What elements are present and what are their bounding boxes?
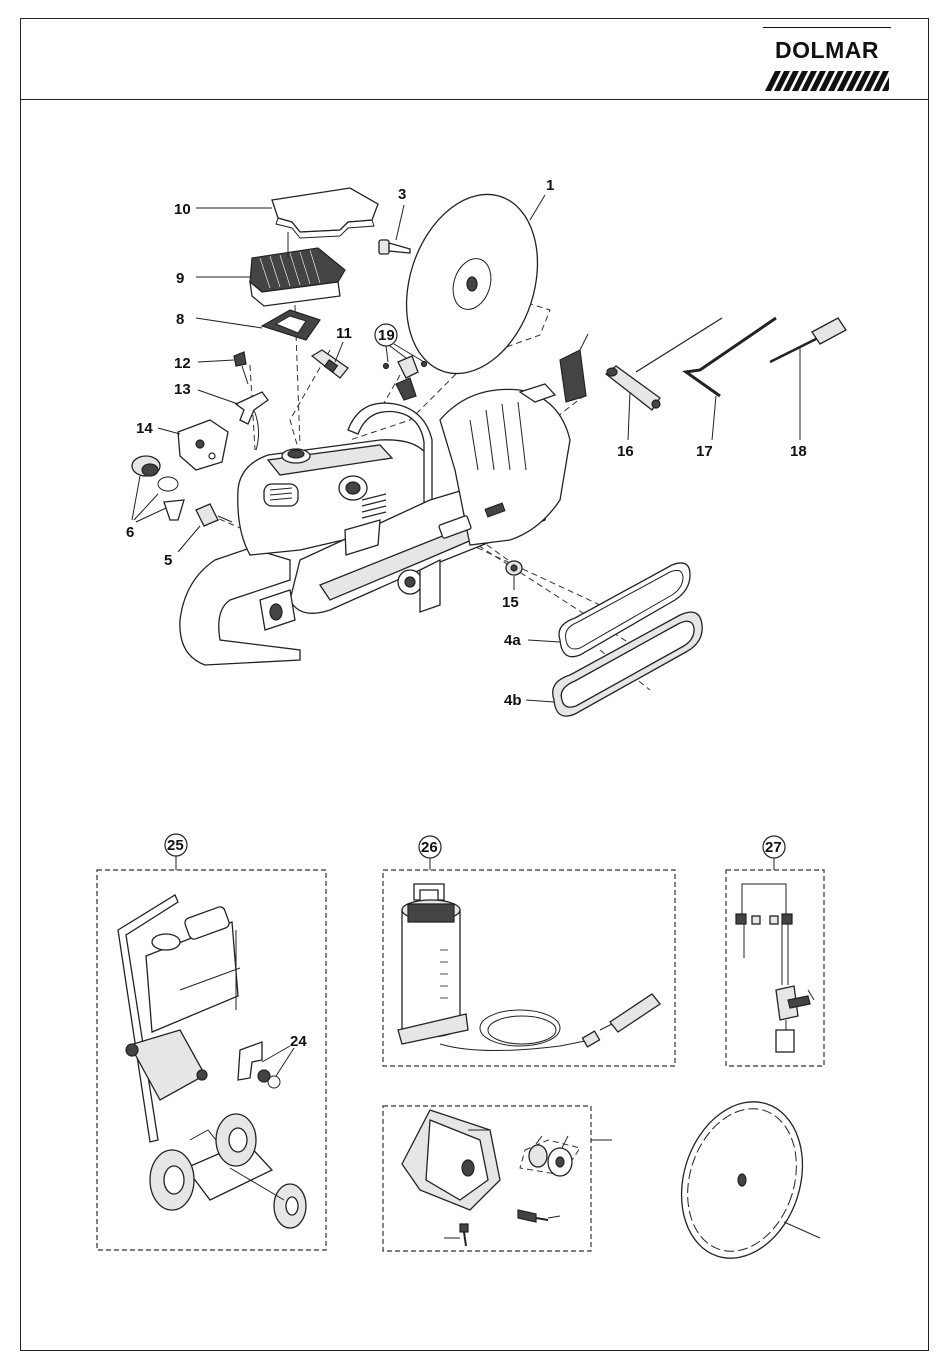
callout-9: 9 xyxy=(176,270,184,287)
callout-17: 17 xyxy=(696,443,713,460)
accessory-diamond-blade xyxy=(662,1086,822,1274)
accessory-27-water-kit: 27 xyxy=(726,836,824,1066)
callout-19: 19 xyxy=(378,327,395,344)
side-plate xyxy=(560,334,588,402)
callout-4a: 4a xyxy=(504,632,521,649)
power-cutter-body xyxy=(180,384,570,665)
callout-5: 5 xyxy=(164,552,172,569)
part-16-box-wrench: 16 xyxy=(606,318,722,460)
callout-16: 16 xyxy=(617,443,634,460)
callout-3: 3 xyxy=(398,186,406,203)
accessory-guard-kit xyxy=(383,1106,612,1251)
part-17-hex-key: 17 xyxy=(686,318,776,460)
part-8-gasket: 8 xyxy=(176,310,320,340)
callout-8: 8 xyxy=(176,311,184,328)
callout-25: 25 xyxy=(167,837,184,854)
accessory-25-trolley: 25 24 xyxy=(97,834,326,1250)
part-9-air-filter: 9 xyxy=(176,232,345,306)
callout-18: 18 xyxy=(790,443,807,460)
callout-13: 13 xyxy=(174,381,191,398)
box-27 xyxy=(726,870,824,1066)
callout-26: 26 xyxy=(421,839,438,856)
part-6-fuel-cap: 6 xyxy=(126,456,184,541)
part-12-cap: 12 xyxy=(174,352,248,384)
callout-4b: 4b xyxy=(504,692,522,709)
callout-15: 15 xyxy=(502,594,519,611)
part-3-bolt: 3 xyxy=(379,186,410,254)
part-18-screwdriver: 18 xyxy=(770,318,846,460)
callout-24: 24 xyxy=(290,1033,307,1050)
callout-1: 1 xyxy=(546,177,554,194)
callout-12: 12 xyxy=(174,355,191,372)
accessory-26-water-tank: 26 xyxy=(383,836,675,1066)
callout-10: 10 xyxy=(174,201,191,218)
callout-11: 11 xyxy=(336,325,352,342)
part-15-nut: 15 xyxy=(502,561,522,611)
callout-27: 27 xyxy=(765,839,782,856)
callout-14: 14 xyxy=(136,420,153,437)
callout-6: 6 xyxy=(126,524,134,541)
part-10-filter-cover: 10 xyxy=(174,188,378,238)
